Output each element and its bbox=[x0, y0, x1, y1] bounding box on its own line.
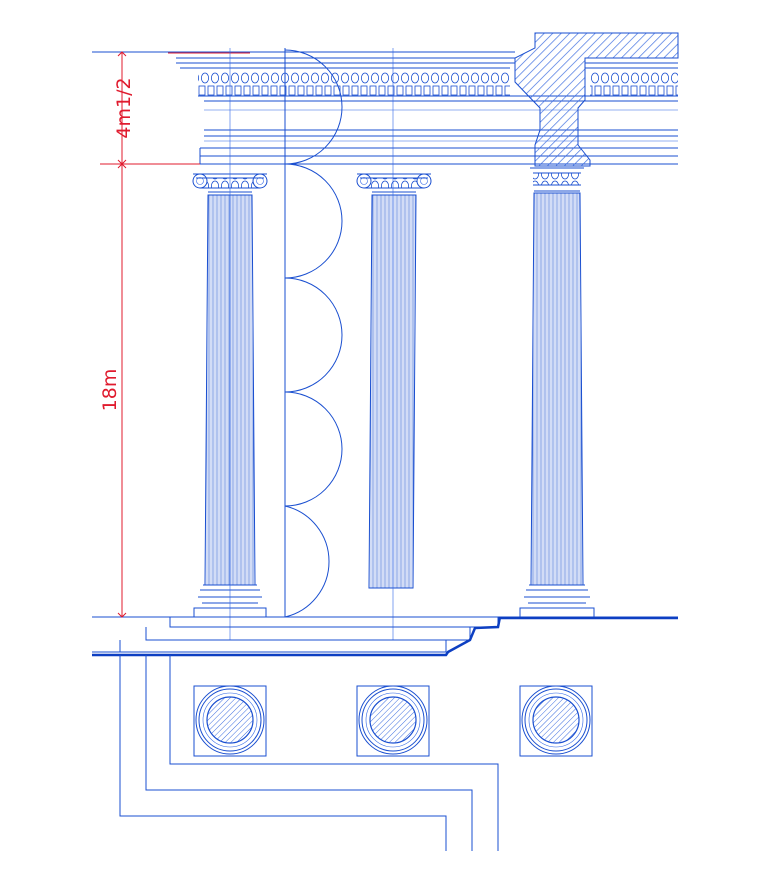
entablature bbox=[168, 32, 679, 167]
column-3 bbox=[519, 167, 595, 618]
column-plan-3 bbox=[519, 685, 593, 757]
stylobate bbox=[92, 616, 678, 657]
proportion-construction bbox=[229, 48, 394, 640]
dimension-label-column: 18m bbox=[99, 369, 121, 412]
column-plan-1 bbox=[193, 685, 267, 757]
column-2 bbox=[356, 173, 432, 589]
dimension-lines bbox=[92, 51, 200, 618]
column-plan-2 bbox=[356, 685, 430, 757]
column-plan bbox=[119, 655, 593, 851]
dimension-label-entablature: 4m1/2 bbox=[113, 77, 135, 138]
